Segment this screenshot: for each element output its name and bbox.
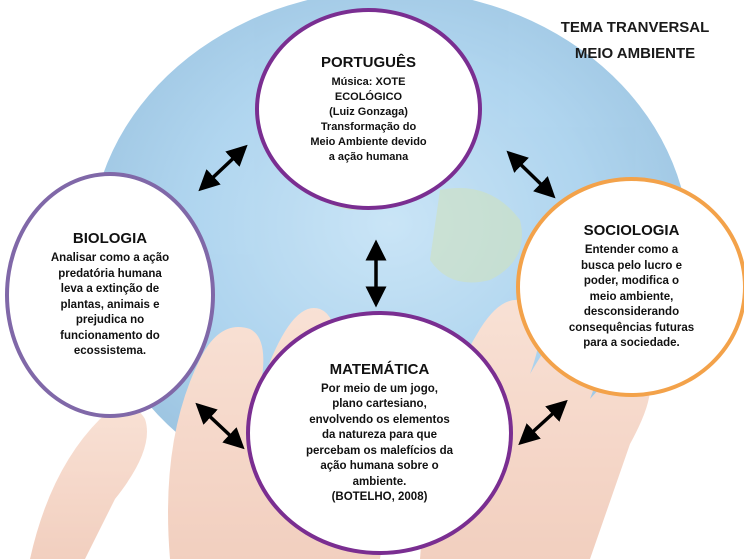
land-shape (430, 188, 522, 283)
node-matematica: MATEMÁTICA Por meio de um jogo, plano ca… (246, 311, 513, 555)
node-sociologia: SOCIOLOGIA Entender como a busca pelo lu… (516, 177, 744, 397)
node-biologia-heading: BIOLOGIA (72, 230, 148, 248)
diagram-title: TEMA TRANVERSAL MEIO AMBIENTE (545, 15, 725, 67)
hand-shape (30, 406, 147, 559)
title-line-2: MEIO AMBIENTE (574, 45, 696, 62)
node-biologia-text: Analisar como a ação predatória humana l… (50, 252, 170, 358)
node-biologia: BIOLOGIA Analisar como a ação predatória… (5, 172, 215, 418)
title-line-1: TEMA TRANVERSAL (560, 19, 710, 36)
node-portugues-text: Música: XOTE ECOLÓGICO (Luiz Gonzaga) Tr… (310, 75, 427, 163)
node-portugues-heading: PORTUGUÊS (320, 53, 416, 71)
node-matematica-heading: MATEMÁTICA (329, 360, 430, 378)
node-sociologia-text: Entender como a busca pelo lucro e poder… (568, 244, 695, 350)
node-matematica-text: Por meio de um jogo, plano cartesiano, e… (305, 382, 453, 504)
node-portugues: PORTUGUÊS Música: XOTE ECOLÓGICO (Luiz G… (255, 8, 482, 210)
node-sociologia-heading: SOCIOLOGIA (583, 222, 680, 240)
